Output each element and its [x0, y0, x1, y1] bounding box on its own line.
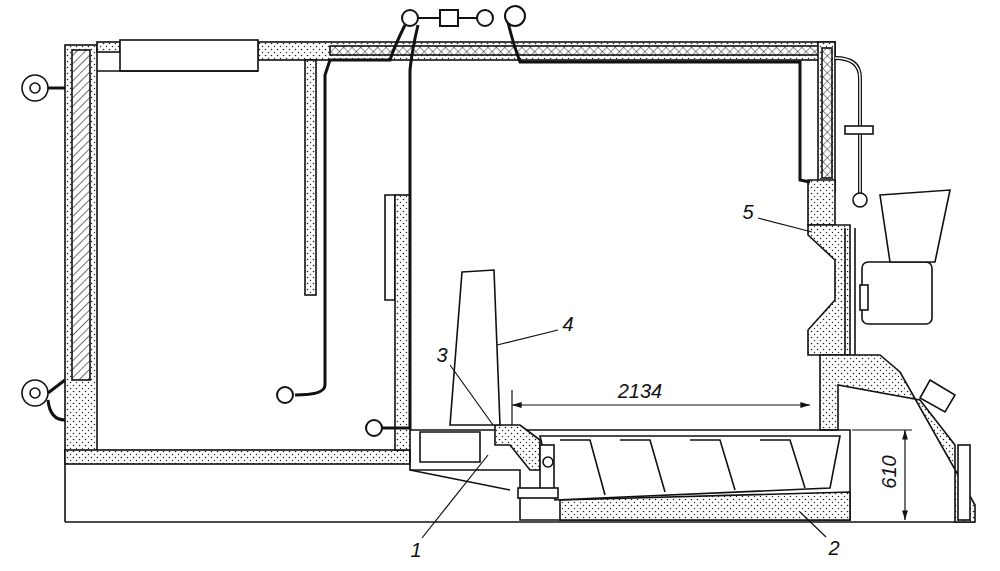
- callout-number: 4: [560, 313, 575, 335]
- pipes: [277, 6, 810, 436]
- leader-lines: [422, 218, 826, 538]
- dimension-label: 610: [878, 453, 900, 490]
- callout-number: 1: [408, 539, 423, 561]
- dimension-lines: [512, 390, 912, 520]
- callout-number: 2: [826, 537, 841, 559]
- dimension-label: 2134: [616, 380, 665, 402]
- housing: [22, 40, 975, 522]
- callout-number: 3: [434, 344, 449, 366]
- callout-number: 5: [740, 201, 755, 223]
